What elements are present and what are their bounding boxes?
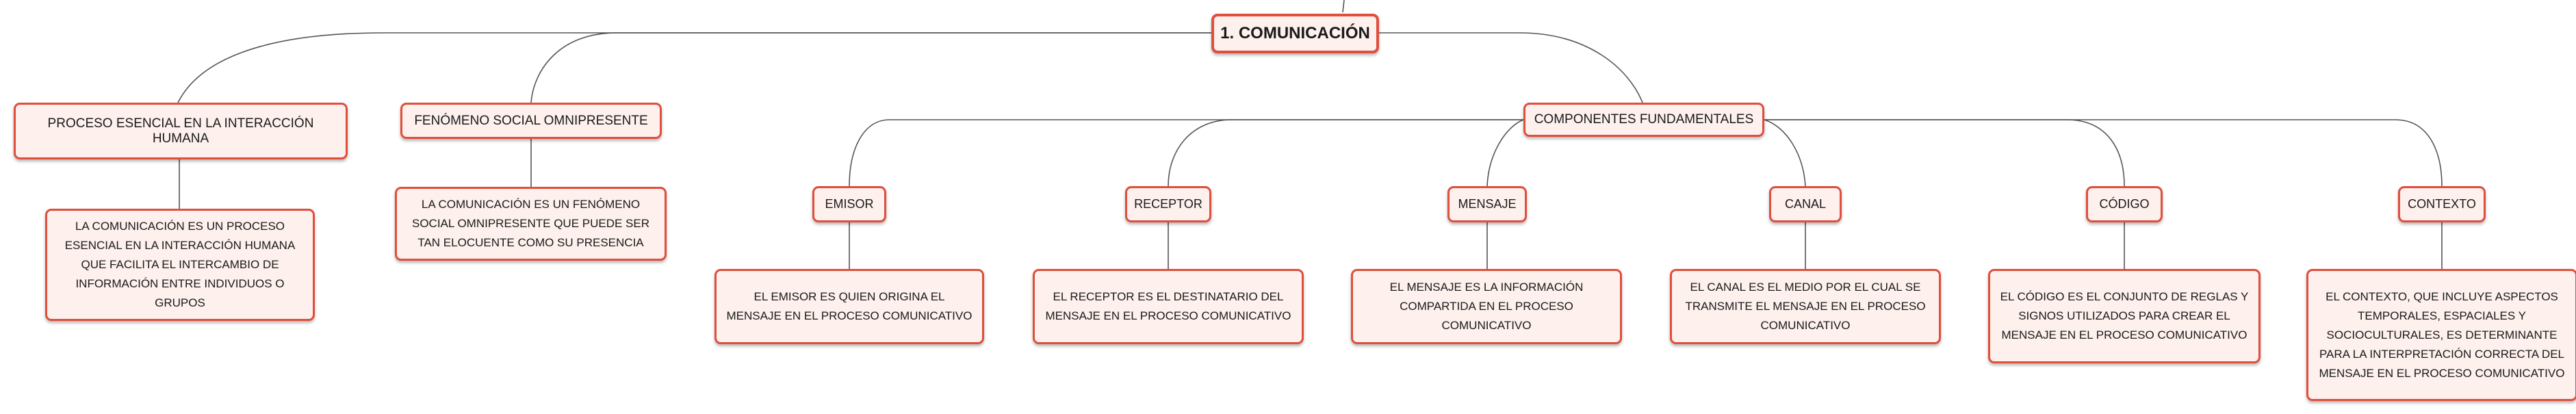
connector-comp-emisor [849,119,1523,187]
node-mensaje[interactable]: MENSAJE [1447,186,1527,222]
desc-receptor[interactable]: EL RECEPTOR ES EL DESTINATARIO DEL MENSA… [1033,269,1304,344]
desc-codigo[interactable]: EL CÓDIGO ES EL CONJUNTO DE REGLAS Y SIG… [1988,269,2261,363]
connector-root-componentes [1379,32,1643,103]
node-proceso-esencial[interactable]: PROCESO ESENCIAL EN LA INTERACCIÓN HUMAN… [14,103,348,159]
node-emisor[interactable]: EMISOR [812,186,886,222]
desc-emisor[interactable]: EL EMISOR ES QUIEN ORIGINA EL MENSAJE EN… [714,269,984,344]
node-receptor[interactable]: RECEPTOR [1125,186,1211,222]
node-codigo[interactable]: CÓDIGO [2086,186,2163,222]
connector-comp-codigo [1764,119,2125,187]
connector-root-top [1342,0,1345,13]
connector-comp-canal [1764,119,1806,187]
root-node[interactable]: 1. COMUNICACIÓN [1211,14,1379,53]
node-fenomeno-social[interactable]: FENÓMENO SOCIAL OMNIPRESENTE [400,103,662,139]
desc-canal[interactable]: EL CANAL ES EL MEDIO POR EL CUAL SE TRAN… [1670,269,1941,344]
connector-root-proceso [177,32,1211,103]
desc-mensaje[interactable]: EL MENSAJE ES LA INFORMACIÓN COMPARTIDA … [1351,269,1622,344]
desc-fenomeno-social[interactable]: LA COMUNICACIÓN ES UN FENÓMENO SOCIAL OM… [395,187,667,261]
node-contexto[interactable]: CONTEXTO [2398,186,2486,222]
desc-contexto[interactable]: EL CONTEXTO, QUE INCLUYE ASPECTOS TEMPOR… [2306,269,2576,401]
node-componentes-fundamentales[interactable]: COMPONENTES FUNDAMENTALES [1523,103,1764,137]
connector-comp-mensaje [1486,119,1524,187]
connector-comp-contexto [1764,119,2443,187]
connector-root-fenomeno [530,32,1211,103]
connector-comp-receptor [1168,119,1523,187]
node-canal[interactable]: CANAL [1769,186,1842,222]
desc-proceso-esencial[interactable]: LA COMUNICACIÓN ES UN PROCESO ESENCIAL E… [45,209,315,321]
